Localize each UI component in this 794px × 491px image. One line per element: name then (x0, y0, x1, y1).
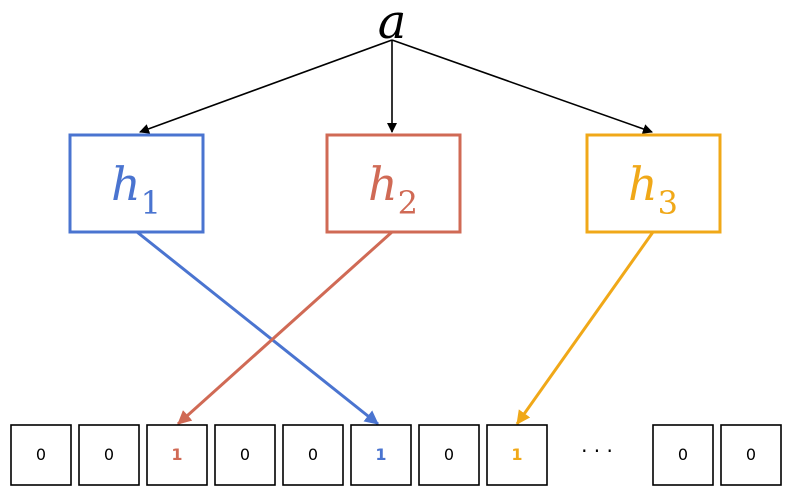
bit-cell-1: 0 (78, 424, 140, 486)
mapping-arrows (136, 230, 655, 426)
bit-value: 0 (746, 445, 756, 464)
arrow-h2-to-cell (176, 230, 394, 426)
hash-subscript-h3: 3 (658, 184, 678, 222)
hash-letter-h1: h (111, 157, 141, 211)
arrow-a-to-h3 (391, 39, 653, 134)
bit-array-ellipsis: · · · (581, 439, 613, 463)
hash-box-h3: h3 (585, 133, 722, 234)
hash-letter-h3: h (628, 157, 658, 211)
hash-box-h1: h1 (68, 133, 205, 234)
bit-value: 0 (240, 445, 250, 464)
bit-cell-box (214, 424, 276, 486)
bit-cell-6: 0 (418, 424, 480, 486)
bit-cell-8: 0 (652, 424, 714, 486)
bit-cell-box (720, 424, 782, 486)
bit-cell-box (652, 424, 714, 486)
bit-cell-9: 0 (720, 424, 782, 486)
bit-cell-7: 1 (486, 424, 548, 486)
bit-cell-box (282, 424, 344, 486)
bit-cell-box (78, 424, 140, 486)
hash-subscript-h2: 2 (398, 184, 418, 222)
bit-cell-box (418, 424, 480, 486)
hash-subscript-h1: 1 (141, 184, 161, 222)
svg-text:h1: h1 (111, 157, 161, 222)
arrow-h1-to-cell (136, 230, 379, 426)
bit-cell-box (486, 424, 548, 486)
arrow-a-to-h1 (139, 39, 393, 134)
bit-cell-3: 0 (214, 424, 276, 486)
bit-cell-5: 1 (350, 424, 412, 486)
hash-letter-h2: h (368, 157, 398, 211)
bit-cell-box (10, 424, 72, 486)
bit-value: 1 (171, 445, 182, 464)
bit-value: 1 (375, 445, 386, 464)
bit-value: 0 (36, 445, 46, 464)
bit-cell-box (146, 424, 208, 486)
svg-text:h3: h3 (628, 157, 678, 222)
bit-value: 0 (444, 445, 454, 464)
bit-cell-2: 1 (146, 424, 208, 486)
source-arrows (139, 39, 653, 134)
hash-box-h2: h2 (325, 133, 462, 234)
bit-array: 0 0 1 0 0 1 0 1 0 0 (10, 424, 782, 486)
bit-cell-0: 0 (10, 424, 72, 486)
bit-value: 0 (104, 445, 114, 464)
bit-cell-4: 0 (282, 424, 344, 486)
bit-cell-box (350, 424, 412, 486)
bit-value: 0 (308, 445, 318, 464)
bit-value: 1 (511, 445, 522, 464)
bit-value: 0 (678, 445, 688, 464)
arrow-h3-to-cell (515, 231, 655, 425)
svg-text:h2: h2 (368, 157, 418, 222)
